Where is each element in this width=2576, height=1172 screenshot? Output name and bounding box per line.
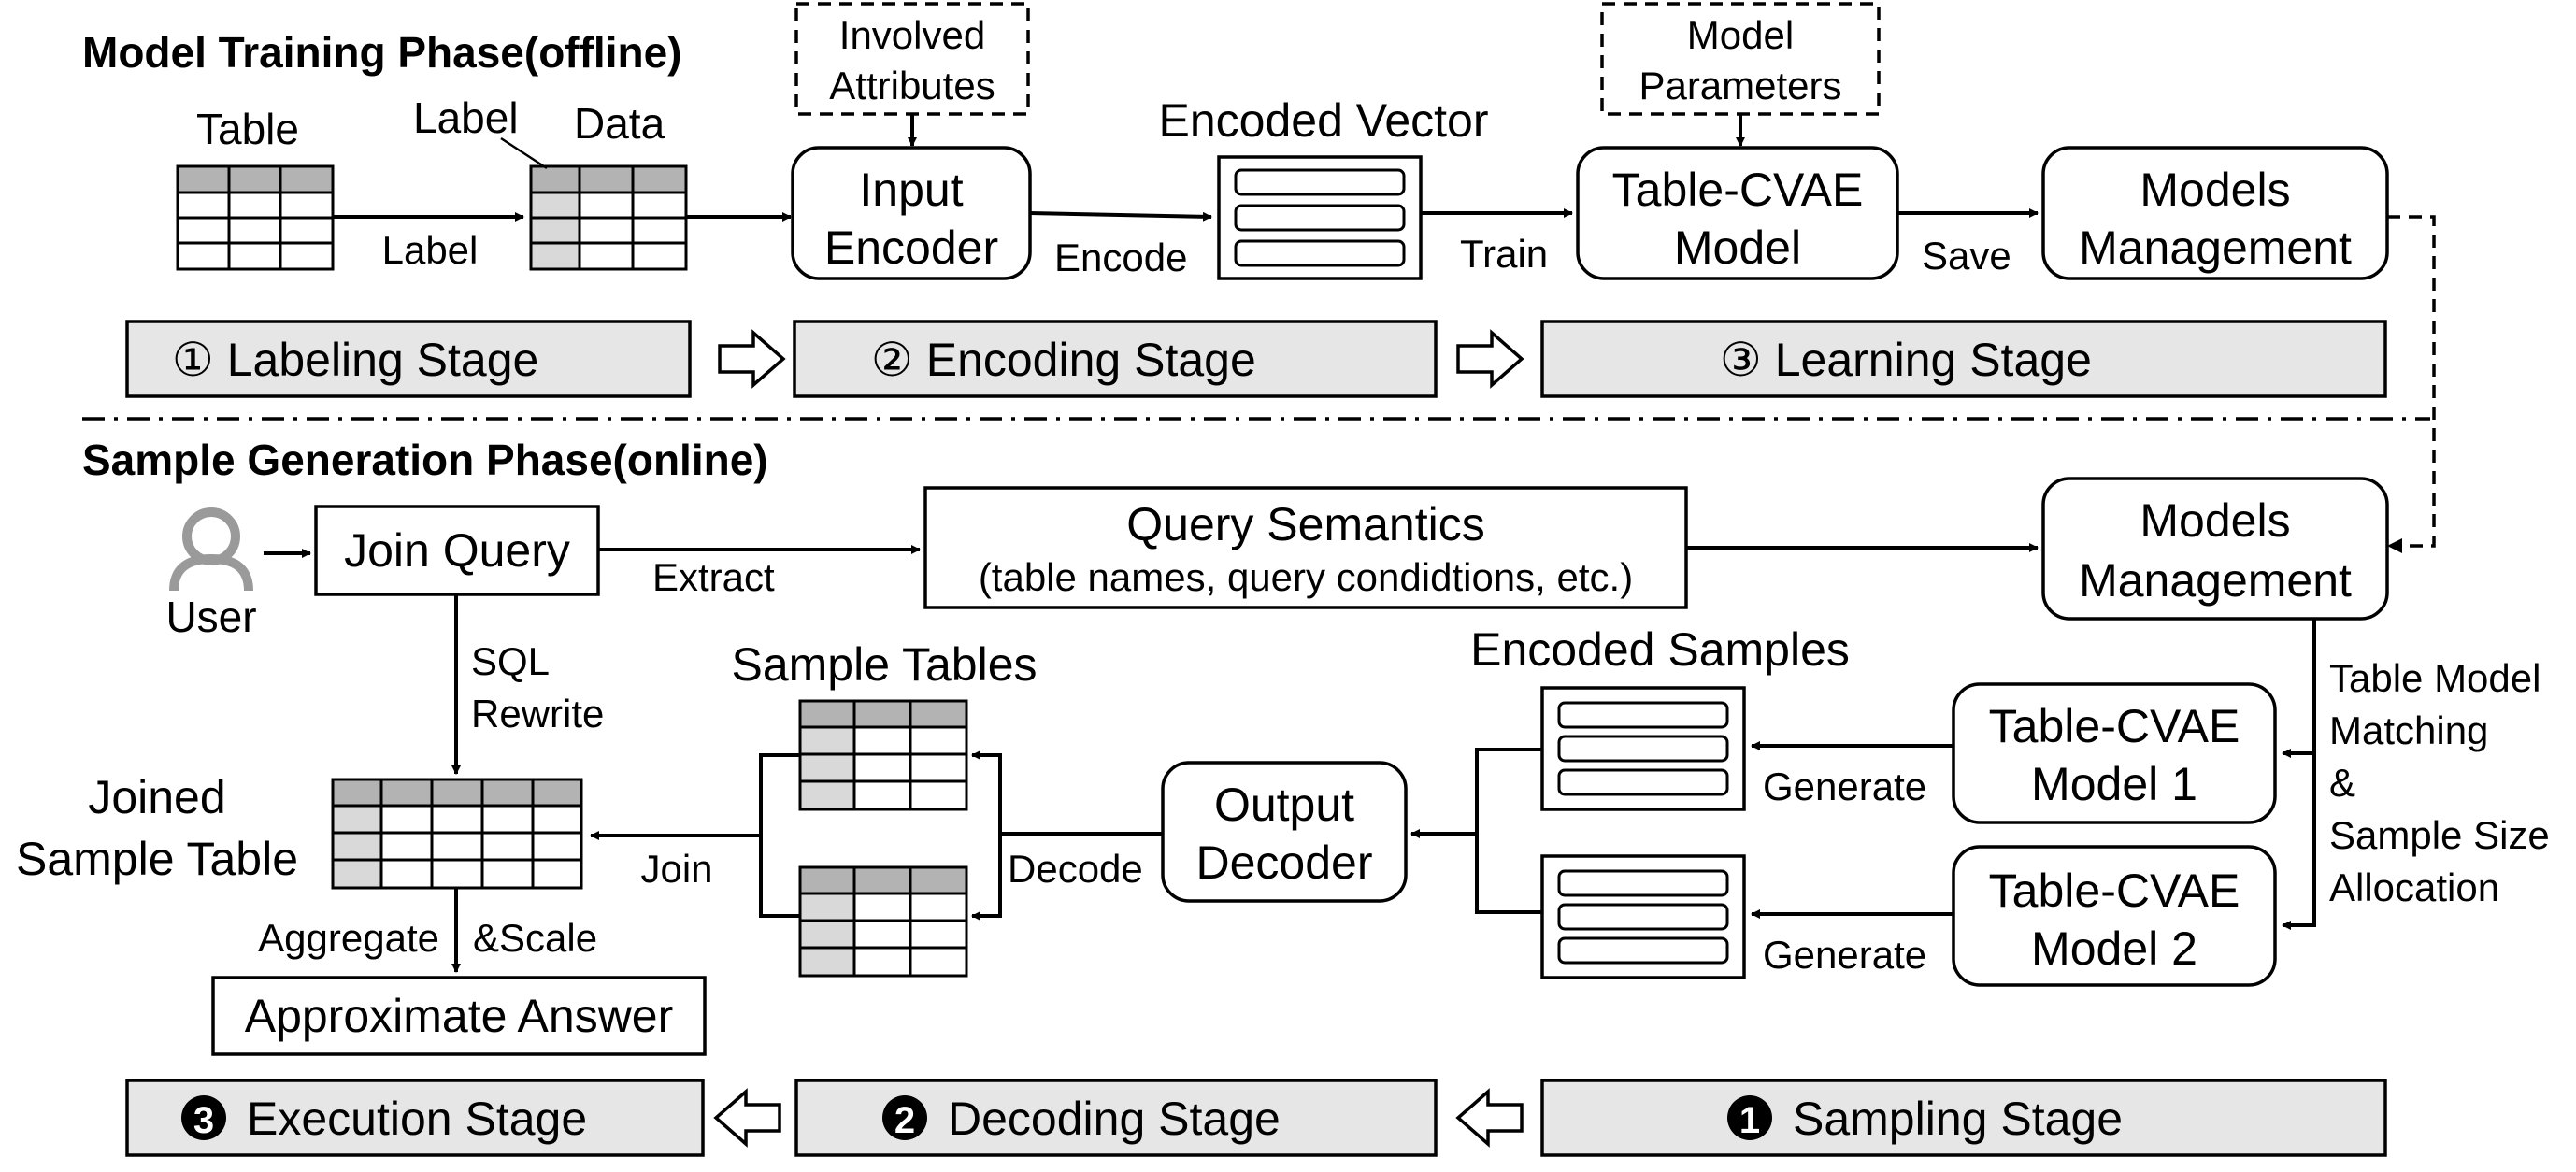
sample-tables-label: Sample Tables	[731, 638, 1037, 691]
models-transfer-dashed-connector	[2387, 215, 2436, 548]
encoded-sample-2-icon	[1540, 854, 1746, 979]
data-label: Data	[574, 99, 665, 148]
labeled-data-table-icon	[529, 164, 688, 271]
cvae1-line2: Model 1	[2031, 758, 2197, 810]
params-line1: Model	[1687, 13, 1794, 57]
params-line2: Parameters	[1639, 64, 1841, 107]
decoding-stage-label: Decoding Stage	[948, 1093, 1281, 1145]
generation-phase-title: Sample Generation Phase(online)	[82, 436, 768, 484]
sample-table-2-icon	[798, 865, 968, 978]
involved-attributes-box	[794, 2, 1030, 116]
badge3-number: 3	[193, 1100, 214, 1141]
sql-line2: Rewrite	[471, 692, 604, 736]
label-pointer-line	[500, 136, 548, 170]
learning-stage-label: ③ Learning Stage	[1720, 334, 2092, 386]
stage-flow-arrow-2	[1456, 329, 1524, 389]
labeled-label: Label	[413, 93, 519, 142]
encoded-samples-label: Encoded Samples	[1470, 623, 1850, 676]
encoded-vector-icon	[1217, 155, 1423, 280]
join-bracket	[759, 753, 800, 918]
models-transfer-arrowhead	[2387, 538, 2402, 553]
decode-label: Decode	[1008, 847, 1143, 891]
approximate-answer-box	[211, 976, 707, 1056]
cvae2-line1: Table-CVAE	[1989, 865, 2240, 917]
execution-stage-badge	[181, 1095, 226, 1140]
involved-line2: Attributes	[829, 64, 995, 107]
sql-line1: SQL	[471, 639, 550, 683]
encoded-sample-1-icon	[1540, 686, 1746, 811]
mgmt-gen-line2: Management	[2079, 554, 2352, 607]
badge1-number: 1	[1739, 1100, 1760, 1141]
execution-stage-label: Execution Stage	[247, 1093, 587, 1145]
label-edge-text: Label	[382, 228, 479, 272]
output-decoder-line1: Output	[1214, 779, 1354, 831]
semantics-line1: Query Semantics	[1126, 498, 1484, 550]
aggregate-label: Aggregate	[258, 916, 439, 960]
semantics-line2: (table names, query condidtions, etc.)	[979, 555, 1633, 599]
mgmt-train-line2: Management	[2079, 222, 2352, 274]
sampling-stage-bar	[1540, 1079, 2387, 1157]
mgmt-train-line1: Models	[2140, 164, 2290, 216]
training-phase-title: Model Training Phase(offline)	[82, 28, 681, 77]
table-label: Table	[196, 105, 299, 153]
cvae-line1: Table-CVAE	[1612, 164, 1864, 216]
generate-label-2: Generate	[1763, 933, 1926, 977]
encoding-stage-label: ② Encoding Stage	[871, 334, 1256, 386]
decoding-stage-bar	[794, 1079, 1438, 1157]
join-query-box	[314, 505, 600, 596]
stage-flow-arrow-4	[1455, 1088, 1524, 1148]
joined-line2: Sample Table	[16, 833, 298, 885]
join-label: Join	[640, 847, 712, 891]
badge2-number: 2	[894, 1100, 915, 1141]
encode-label: Encode	[1054, 236, 1187, 279]
stage-flow-arrow-3	[713, 1088, 781, 1148]
involved-line1: Involved	[839, 13, 985, 57]
models-management-generation-box	[2041, 477, 2389, 621]
matching-line2: Matching	[2329, 708, 2488, 752]
scale-label: &Scale	[473, 916, 597, 960]
sample-table-1-icon	[798, 699, 968, 811]
user-label: User	[165, 593, 256, 641]
matching-to-model2-arrow	[2282, 619, 2316, 930]
labeling-stage-bar	[125, 320, 692, 398]
encoded-vector-label: Encoded Vector	[1158, 94, 1488, 147]
joined-line1: Joined	[88, 771, 225, 823]
user-icon	[169, 507, 253, 592]
sampling-stage-label: Sampling Stage	[1793, 1093, 2123, 1145]
join-query-label: Join Query	[344, 524, 570, 577]
sampling-stage-badge	[1727, 1095, 1772, 1140]
train-label: Train	[1460, 232, 1548, 276]
cvae-line2: Model	[1674, 222, 1801, 274]
model-parameters-box	[1600, 2, 1881, 116]
matching-line1: Table Model	[2329, 656, 2540, 700]
input-encoder-line1: Input	[859, 164, 963, 216]
encoded-samples-bracket	[1475, 748, 1542, 914]
cvae1-line1: Table-CVAE	[1989, 700, 2240, 752]
encoding-stage-bar	[793, 320, 1438, 398]
stage-flow-arrow-1	[718, 329, 786, 389]
matching-line4: Sample Size	[2329, 813, 2550, 857]
approx-answer-label: Approximate Answer	[245, 990, 674, 1042]
cvae2-line2: Model 2	[2031, 922, 2197, 975]
table-cvae-model-1-box	[1952, 682, 2277, 824]
joined-sample-table-icon	[331, 778, 583, 890]
query-semantics-box	[923, 486, 1688, 609]
models-management-training-box	[2041, 146, 2389, 280]
extract-label: Extract	[652, 555, 775, 599]
encode-arrow	[1029, 211, 1212, 222]
matching-line3: &	[2329, 761, 2355, 805]
raw-table-icon	[176, 164, 335, 271]
generate-label-1: Generate	[1763, 765, 1926, 808]
decoding-stage-badge	[882, 1095, 927, 1140]
output-decoder-line2: Decoder	[1196, 836, 1373, 889]
learning-stage-bar	[1540, 320, 2387, 398]
input-encoder-line2: Encoder	[824, 222, 998, 274]
labeling-stage-label: ① Labeling Stage	[172, 334, 538, 386]
matching-line5: Allocation	[2329, 865, 2499, 909]
save-label: Save	[1922, 234, 2011, 278]
mgmt-gen-line1: Models	[2140, 494, 2290, 547]
